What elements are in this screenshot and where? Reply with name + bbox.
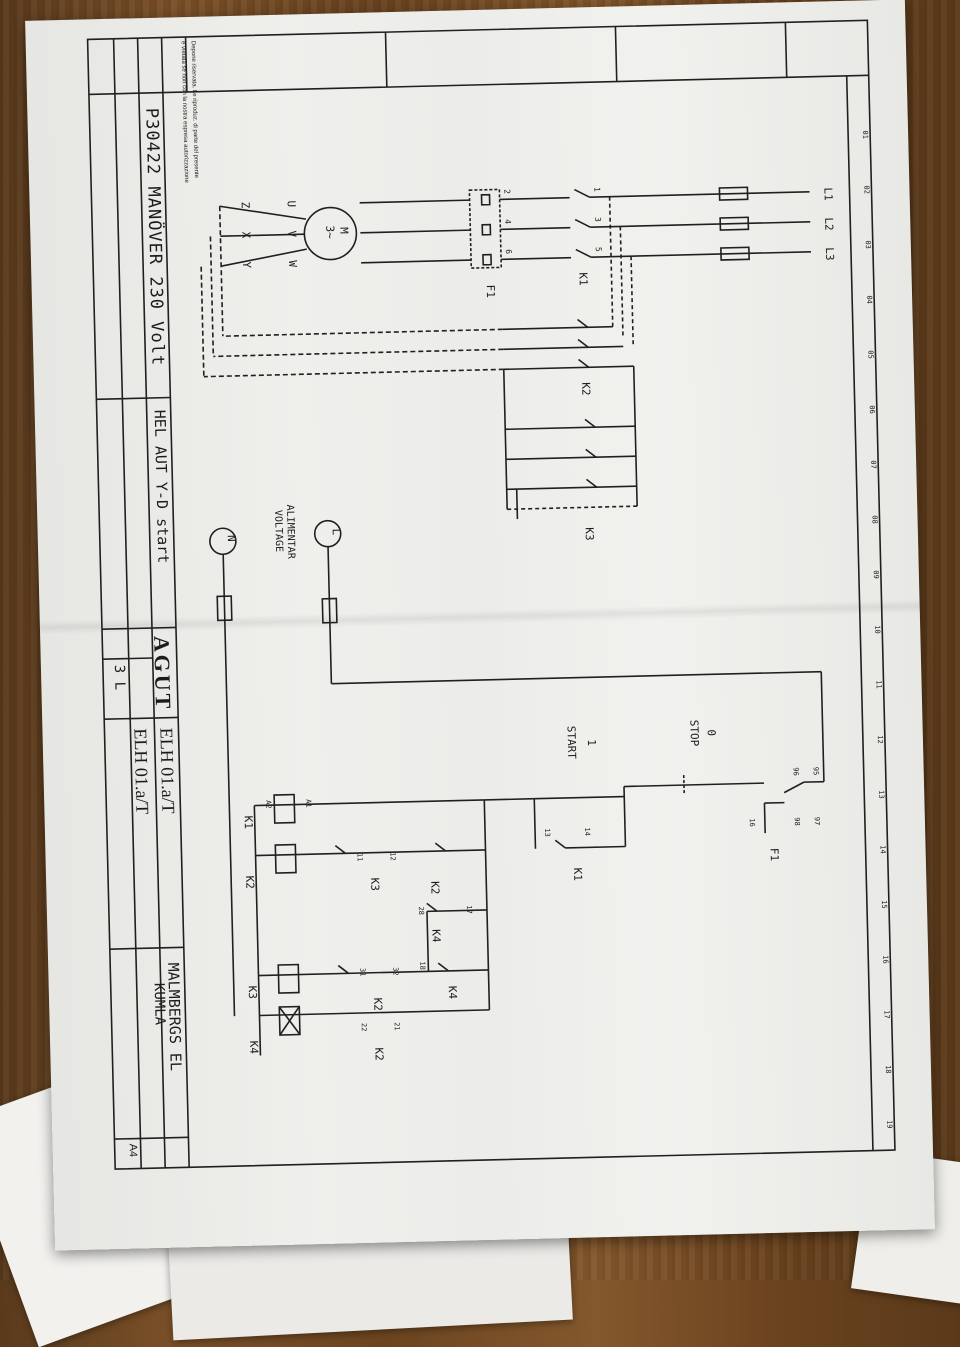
column-03: 03 xyxy=(864,240,872,249)
wire-num-21: 21 xyxy=(393,1022,401,1031)
wire-num-22: 22 xyxy=(360,1023,368,1032)
motor-sub-label: 3~ xyxy=(323,225,336,239)
wire-num-31: 31 xyxy=(358,968,366,977)
column-05: 05 xyxy=(866,350,874,359)
start-label: START xyxy=(564,726,578,760)
wire-num-18: 18 xyxy=(418,961,426,970)
coil-k2 xyxy=(275,845,296,873)
supply-label: ALIMENTAR xyxy=(284,504,296,559)
column-15: 15 xyxy=(880,900,888,909)
drawing-code-1: ELH 01.a/T xyxy=(155,727,178,813)
column-18: 18 xyxy=(884,1065,892,1074)
control-f1-label: F1 xyxy=(768,848,781,862)
aux-k4-label: K4 xyxy=(429,929,442,943)
drawing-description: HEL AUT Y-D start xyxy=(151,410,173,564)
column-07: 07 xyxy=(869,460,877,469)
column-08: 08 xyxy=(870,515,878,524)
stop-number: 0 xyxy=(705,729,718,736)
start-number: 1 xyxy=(585,739,598,746)
sheet-size: A4 xyxy=(127,1143,139,1157)
wire-num-a2: A2 xyxy=(264,800,272,809)
phase-label-l3: L3 xyxy=(823,247,836,261)
wire-num-97: 97 xyxy=(813,817,821,826)
overload-relay-f1 xyxy=(469,189,501,268)
coil-label-k1: K1 xyxy=(242,816,255,830)
contact-num-1: 1 xyxy=(592,187,601,192)
wire-num-11: 11 xyxy=(356,853,364,862)
contact-num-4: 4 xyxy=(503,219,512,224)
supply-neutral-symbol: N xyxy=(225,535,238,542)
column-09: 09 xyxy=(872,570,880,579)
terminal-w: W xyxy=(286,260,299,267)
wire-num-13: 13 xyxy=(543,828,551,837)
coil-k3 xyxy=(278,965,299,993)
wire-num-17: 17 xyxy=(465,905,473,914)
phase-label-l2: L2 xyxy=(822,217,835,231)
column-04: 04 xyxy=(865,295,873,304)
contact-num-5: 5 xyxy=(594,247,603,252)
column-10: 10 xyxy=(873,625,881,634)
coil-label-k3: K3 xyxy=(246,986,259,1000)
coil-k1 xyxy=(274,795,295,823)
wire-num-96: 96 xyxy=(792,767,800,776)
aux-k2-label: K2 xyxy=(428,881,441,895)
wire-num-16: 16 xyxy=(748,818,756,827)
contact-num-6: 6 xyxy=(504,249,513,254)
schematic-sheet-wrapper: L1 L2 L3 M 3~ U V W Z X Y K1 F1 K2 K3 1 … xyxy=(0,0,960,1280)
column-16: 16 xyxy=(881,955,889,964)
column-06: 06 xyxy=(868,405,876,414)
supply-phase-symbol: L xyxy=(330,528,343,535)
column-13: 13 xyxy=(877,790,885,799)
company-logo: AGUT xyxy=(148,635,176,711)
coil-label-k2: K2 xyxy=(243,876,256,890)
column-12: 12 xyxy=(876,735,884,744)
overload-f1-label: F1 xyxy=(484,284,497,298)
aux-k4-label-2: K4 xyxy=(446,986,459,1000)
terminal-x: X xyxy=(239,231,252,238)
wire-num-a1: A1 xyxy=(304,799,312,808)
wire-num-98: 98 xyxy=(793,817,801,826)
terminal-y: Y xyxy=(240,261,253,268)
control-k1-label: K1 xyxy=(571,868,584,882)
wire-num-28: 28 xyxy=(417,906,425,915)
column-17: 17 xyxy=(883,1010,891,1019)
supply-label-2: VOLTAGE xyxy=(272,510,284,552)
column-14: 14 xyxy=(879,845,887,854)
wire-num-12: 12 xyxy=(389,852,397,861)
wire-num-95: 95 xyxy=(812,767,820,776)
power-k3-label: K3 xyxy=(583,527,596,541)
company-city: KUMLA xyxy=(151,983,168,1026)
schematic-sheet: L1 L2 L3 M 3~ U V W Z X Y K1 F1 K2 K3 1 … xyxy=(25,0,935,1251)
wire-num-14: 14 xyxy=(583,827,591,836)
aux-k2-third-label: K2 xyxy=(372,1047,385,1061)
column-01: 01 xyxy=(861,130,869,139)
phase-label-l1: L1 xyxy=(821,187,834,201)
terminal-u: U xyxy=(285,200,298,207)
column-02: 02 xyxy=(862,185,870,194)
motor-label: M xyxy=(337,227,350,234)
drawing-code-2: ELH 01.a/T xyxy=(129,728,152,814)
terminal-z: Z xyxy=(239,201,252,208)
wire-num-32: 32 xyxy=(391,967,399,976)
short-code: 3 L xyxy=(111,665,128,691)
column-11: 11 xyxy=(874,680,882,689)
contact-num-2: 2 xyxy=(502,189,511,194)
aux-k2-second-label: K2 xyxy=(371,997,384,1011)
terminal-v: V xyxy=(285,230,298,237)
contact-num-3: 3 xyxy=(593,217,602,222)
stop-label: STOP xyxy=(687,720,701,747)
aux-k3-label: K3 xyxy=(368,877,381,891)
power-k1-label: K1 xyxy=(576,272,589,286)
column-19: 19 xyxy=(885,1120,893,1129)
power-k2-label: K2 xyxy=(579,382,592,396)
coil-label-k4: K4 xyxy=(247,1040,260,1054)
